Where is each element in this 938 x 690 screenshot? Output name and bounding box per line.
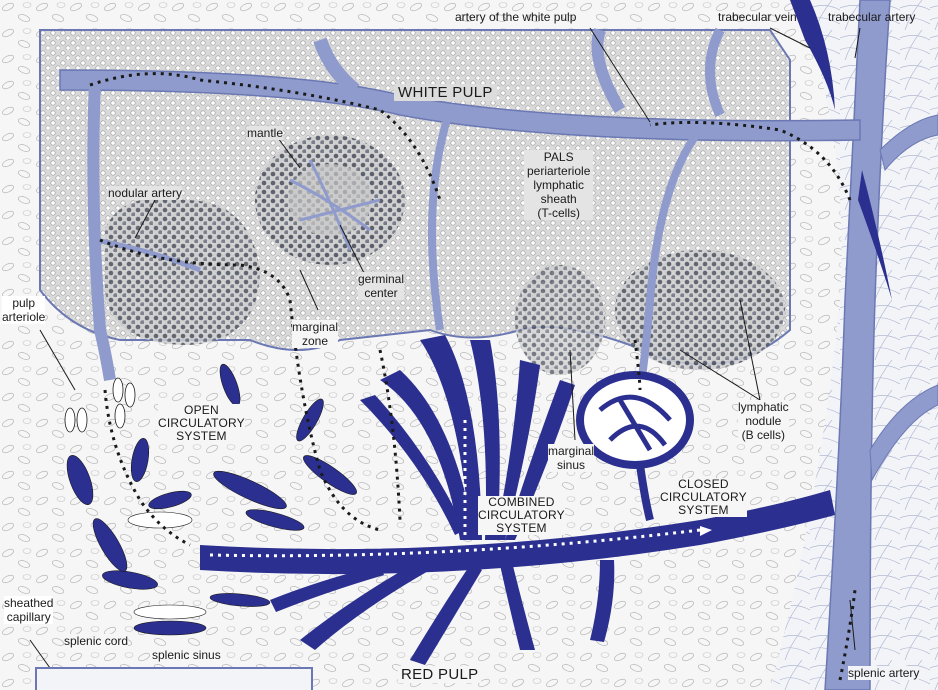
label-trabecular-artery: trabecular artery [828, 10, 915, 24]
inset-box [36, 668, 312, 690]
label-splenic-sinus: splenic sinus [152, 648, 221, 662]
label-open-circulatory-system: OPEN CIRCULATORY SYSTEM [158, 404, 245, 443]
label-closed-circulatory-system: CLOSED CIRCULATORY SYSTEM [660, 478, 747, 517]
label-combined-circulatory-system: COMBINED CIRCULATORY SYSTEM [478, 496, 565, 535]
label-white-pulp: WHITE PULP [394, 84, 497, 101]
label-red-pulp: RED PULP [398, 666, 481, 683]
label-pulp-arteriole: pulp arteriole [2, 296, 45, 324]
label-germinal-center: germinal center [358, 272, 404, 300]
label-pals: PALS periarteriole lymphatic sheath (T-c… [524, 150, 593, 220]
label-mantle: mantle [247, 126, 283, 140]
label-sheathed-capillary: sheathed capillary [4, 596, 53, 624]
right-lymphatic-nodule [615, 250, 785, 370]
label-nodular-artery: nodular artery [108, 186, 182, 200]
label-marginal-zone: marginal zone [292, 320, 338, 348]
closed-system-sinus [580, 375, 690, 465]
label-splenic-cord: splenic cord [64, 634, 128, 648]
label-artery-of-white-pulp: artery of the white pulp [455, 10, 576, 24]
marginal-sinus-nodule [515, 265, 605, 375]
label-marginal-sinus: marginal sinus [548, 444, 594, 472]
label-trabecular-vein: trabecular vein [718, 10, 797, 24]
label-lymphatic-nodule: lymphatic nodule (B cells) [738, 400, 789, 442]
left-lymphatic-nodule [105, 198, 260, 345]
label-splenic-artery: splenic artery [848, 666, 919, 680]
